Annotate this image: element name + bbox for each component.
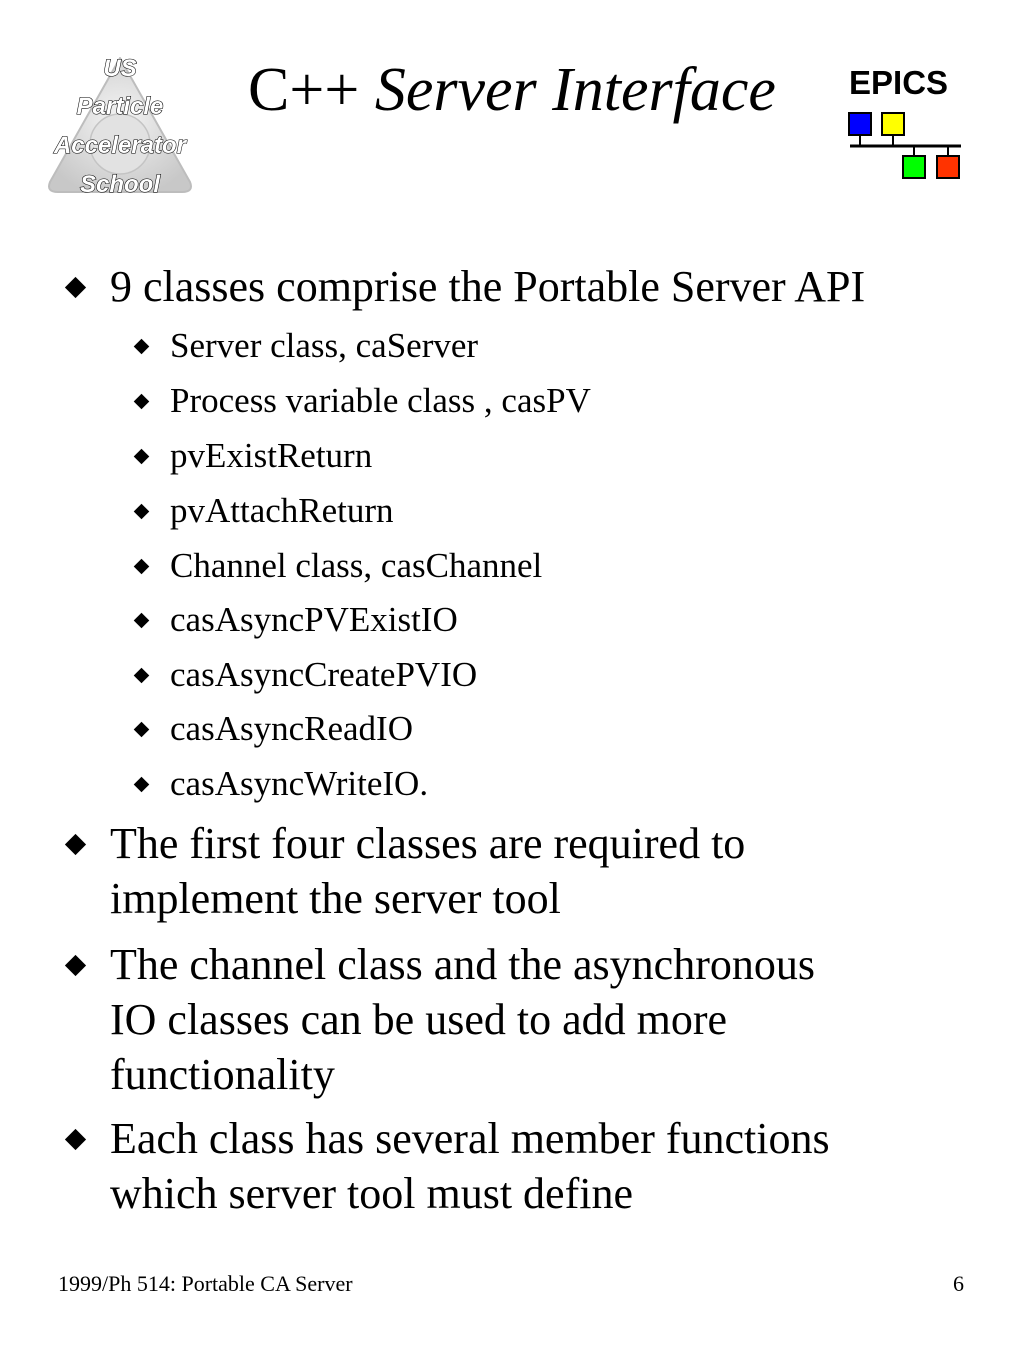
sub-bullet-4-text: pvAttachReturn [170,491,394,530]
title-italic: Server Interface [374,56,776,124]
bullet-diamond-icon [64,1128,87,1151]
sub-bullet-1-text: Server class, caServer [170,326,479,365]
sub-bullet-diamond-icon [133,721,150,738]
epics-label: EPICS [849,64,949,101]
bullet-diamond-icon [64,833,87,856]
title-prefix: C++ [248,56,375,124]
logo-line-accelerator: Accelerator [53,132,188,159]
bullet-4-line-1: Each class has several member functions [110,1114,830,1163]
logo-line-school: School [80,171,161,198]
logo-line-particle: Particle [77,93,164,120]
bullet-3-line-3: functionality [110,1050,335,1099]
epics-green-square [902,155,926,179]
page-title: C++ Server Interface [0,54,1024,126]
sub-bullet-diamond-icon [133,612,150,629]
bullet-diamond-icon [64,276,87,299]
sub-bullet-diamond-icon [133,503,150,520]
sub-bullet-2-text: Process variable class , casPV [170,381,591,420]
bullet-3-line-2: IO classes can be used to add more [110,995,728,1044]
sub-bullet-5-text: Channel class, casChannel [170,546,543,585]
epics-red-square [936,155,960,179]
epics-network-icon [848,112,961,179]
sub-bullet-3-text: pvExistReturn [170,436,373,475]
sub-bullet-8-text: casAsyncReadIO [170,709,413,748]
page-number: 6 [953,1271,964,1296]
bullet-3-line-1: The channel class and the asynchronous [110,940,815,989]
epics-logo: EPICS [845,64,970,189]
sub-bullet-diamond-icon [133,667,150,684]
logo-triangle-icon: US Particle Accelerator School [48,54,192,199]
logo-line-us: US [103,55,136,82]
sub-bullet-diamond-icon [133,558,150,575]
us-particle-accelerator-school-logo: US Particle Accelerator School [44,52,196,200]
bullet-4-line-2: which server tool must define [110,1169,633,1218]
bullet-1-text: 9 classes comprise the Portable Server A… [110,262,866,311]
sub-bullet-diamond-icon [133,448,150,465]
epics-yellow-square [881,112,905,136]
bullet-2-line-2: implement the server tool [110,874,561,923]
sub-bullet-6-text: casAsyncPVExistIO [170,600,458,639]
bullet-diamond-icon [64,954,87,977]
footer-course-label: 1999/Ph 514: Portable CA Server [58,1271,353,1296]
sub-bullet-diamond-icon [133,338,150,355]
sub-bullet-diamond-icon [133,776,150,793]
sub-bullet-diamond-icon [133,393,150,410]
sub-bullet-9-text: casAsyncWriteIO. [170,764,429,803]
sub-bullet-7-text: casAsyncCreatePVIO [170,655,478,694]
bullet-2-line-1: The first four classes are required to [110,819,746,868]
epics-blue-square [848,112,872,136]
